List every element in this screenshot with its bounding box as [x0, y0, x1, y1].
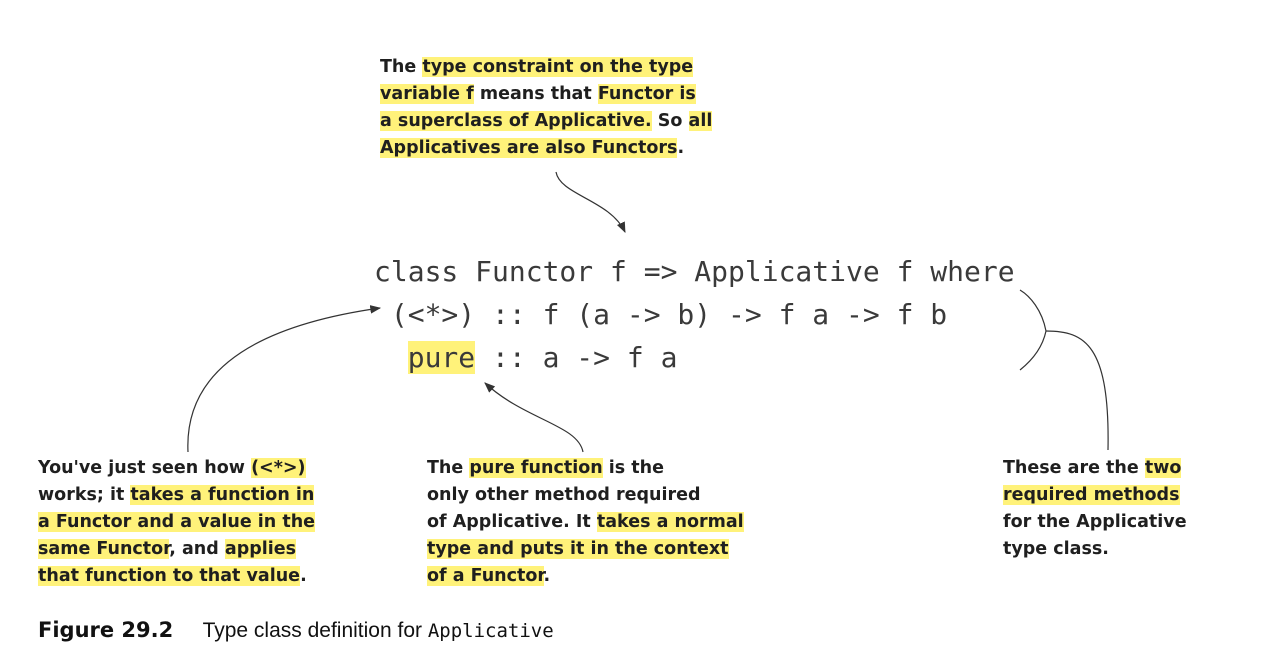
- code-line: pure :: a -> f a: [374, 336, 1015, 379]
- top-note-line: Applicatives are also Functors.: [380, 135, 712, 162]
- right-note-line: type class.: [1003, 536, 1187, 563]
- code-block: class Functor f => Applicative f where (…: [374, 250, 1015, 379]
- text-segment: class Functor f => Applicative f where: [374, 255, 1015, 288]
- text-segment: You've just seen how: [38, 458, 252, 478]
- highlighted-text: two: [1144, 458, 1182, 478]
- caption-text: Type class definition for: [202, 619, 428, 642]
- right-note-line: for the Applicative: [1003, 509, 1187, 536]
- text-segment: is the: [602, 458, 664, 478]
- highlighted-text: takes a function in: [130, 485, 315, 505]
- highlighted-text: type and puts it in the context: [427, 539, 729, 559]
- text-segment: These are the: [1003, 458, 1145, 478]
- right-annotation: These are the two required methods for the…: [1003, 455, 1187, 563]
- text-segment: .: [300, 566, 307, 586]
- text-segment: So: [651, 111, 689, 131]
- left-annotation: You've just seen how (<*>)works; it take…: [38, 455, 316, 590]
- text-segment: , and: [169, 539, 225, 559]
- left-note-line: that function to that value.: [38, 563, 315, 590]
- middle-note-line: type and puts it in the context: [427, 536, 744, 563]
- middle-note-line: of Applicative. It takes a normal: [427, 509, 744, 536]
- arrow-middle-to-pure: [484, 382, 584, 453]
- top-note-line: The type constraint on the type: [380, 54, 712, 81]
- highlighted-text: all: [688, 111, 713, 131]
- code-line: (<*>) :: f (a -> b) -> f a -> f b: [374, 293, 1015, 336]
- text-segment: means that: [473, 84, 598, 104]
- text-segment: [374, 341, 408, 374]
- left-note-line: You've just seen how (<*>): [38, 455, 315, 482]
- highlighted-text: pure function: [469, 458, 603, 478]
- text-segment: for the Applicative: [1003, 512, 1187, 532]
- highlighted-text: type constraint on the type: [422, 57, 694, 77]
- highlighted-text: required methods: [1003, 485, 1180, 505]
- top-note-line: variable f means that Functor is: [380, 81, 712, 108]
- left-note-line: same Functor, and applies: [38, 536, 315, 563]
- middle-annotation: The pure function is the only other metho…: [427, 455, 744, 590]
- left-note-line: works; it takes a function in: [38, 482, 315, 509]
- text-segment: .: [543, 566, 551, 586]
- middle-note-line: of a Functor.: [427, 563, 744, 590]
- highlighted-text: same Functor: [38, 539, 170, 559]
- middle-note-line: only other method required: [427, 482, 744, 509]
- highlighted-text: takes a normal: [596, 512, 744, 532]
- highlighted-text: Applicatives are also Functors: [380, 138, 678, 158]
- brace-connector-line: [1045, 330, 1109, 451]
- highlighted-text: applies: [224, 539, 297, 559]
- highlighted-text: a Functor and a value in the: [38, 512, 316, 532]
- left-note-line: a Functor and a value in the: [38, 509, 316, 536]
- highlighted-text: a superclass of Applicative.: [380, 111, 652, 131]
- arrow-left-to-apply: [187, 305, 382, 453]
- text-segment: The: [380, 57, 423, 77]
- text-segment: The: [427, 458, 470, 478]
- curly-brace: [1019, 289, 1047, 371]
- code-line: class Functor f => Applicative f where: [374, 250, 1015, 293]
- text-segment: only other method required: [427, 485, 701, 505]
- highlighted-text: that function to that value: [38, 566, 301, 586]
- highlighted-text: variable f: [380, 84, 474, 104]
- highlighted-text: (<*>): [251, 458, 306, 478]
- text-segment: works; it: [38, 485, 131, 505]
- text-segment: .: [677, 138, 685, 158]
- figure-caption: Figure 29.2 Type class definition for Ap…: [38, 618, 554, 643]
- top-note-line: a superclass of Applicative. So all: [380, 108, 713, 135]
- text-segment: :: a -> f a: [475, 341, 678, 374]
- highlighted-text: pure: [407, 341, 476, 374]
- figure-label: Figure 29.2: [38, 618, 174, 642]
- arrow-top-to-class: [555, 171, 626, 233]
- text-segment: of Applicative. It: [427, 512, 597, 532]
- highlighted-text: of a Functor: [427, 566, 544, 586]
- middle-note-line: The pure function is the: [427, 455, 744, 482]
- right-note-line: These are the two: [1003, 455, 1187, 482]
- caption-code: Applicative: [427, 620, 554, 642]
- text-segment: type class.: [1003, 539, 1109, 559]
- text-segment: (<*>) :: f (a -> b) -> f a -> f b: [374, 298, 948, 331]
- highlighted-text: Functor is: [597, 84, 696, 104]
- right-note-line: required methods: [1003, 482, 1187, 509]
